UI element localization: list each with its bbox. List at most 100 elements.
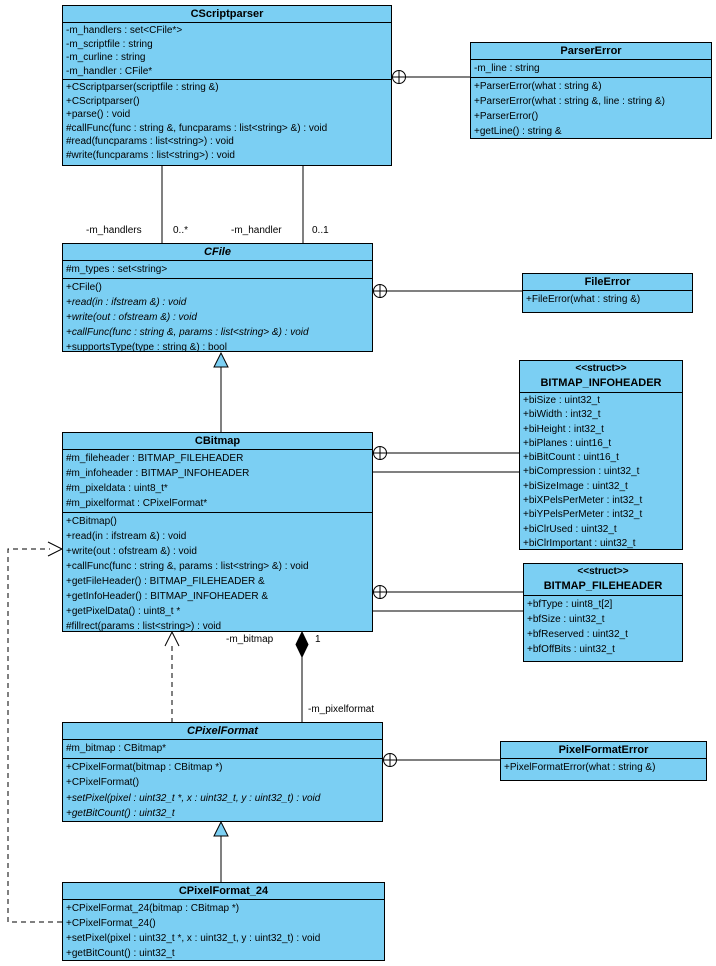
- operation-row: +getInfoHeader() : BITMAP_INFOHEADER &: [66, 591, 269, 602]
- class-name: BITMAP_FILEHEADER: [543, 580, 663, 592]
- operations-compartment: +ParserError(what : string &) +ParserErr…: [471, 77, 711, 138]
- operation-row: +parse() : void: [66, 109, 131, 120]
- attribute-row: #m_pixelformat : CPixelFormat*: [66, 498, 208, 509]
- attribute-row: -m_line : string: [474, 63, 540, 74]
- operation-row: +callFunc(func : string &, params : list…: [66, 561, 309, 572]
- class-cscriptparser[interactable]: CScriptparser -m_handlers : set<CFile*> …: [62, 5, 392, 166]
- operation-row: +getLine() : string &: [474, 126, 562, 137]
- attribute-row: +biClrUsed : uint32_t: [523, 523, 617, 535]
- attribute-row: +bfType : uint8_t[2]: [527, 599, 613, 610]
- class-header: <<struct>> BITMAP_INFOHEADER: [520, 361, 682, 393]
- operation-row: +ParserError(what : string &, line : str…: [474, 96, 665, 107]
- class-cfile[interactable]: CFile #m_types : set<string> +CFile() +r…: [62, 243, 373, 352]
- operation-row: +write(out : ofstream &) : void: [66, 546, 197, 557]
- operation-row: +getBitCount() : uint32_t: [66, 808, 175, 819]
- class-name: CFile: [63, 244, 372, 261]
- operation-row: +CPixelFormat(): [66, 777, 140, 788]
- class-name: BITMAP_INFOHEADER: [540, 377, 662, 389]
- class-name: CScriptparser: [63, 6, 391, 23]
- class-name: ParserError: [471, 43, 711, 60]
- role-label-m-pixelformat: -m_pixelformat: [308, 704, 375, 715]
- generalization-triangle-icon: [213, 820, 229, 837]
- attribute-row: +biYPelsPerMeter : int32_t: [523, 509, 643, 521]
- attribute-row: +biClrImportant : uint32_t: [523, 537, 636, 549]
- operations-compartment: +CPixelFormat_24(bitmap : CBitmap *) +CP…: [63, 900, 384, 960]
- class-pixelformaterror[interactable]: PixelFormatError +PixelFormatError(what …: [500, 741, 707, 781]
- attribute-row: +bfSize : uint32_t: [527, 614, 605, 625]
- operation-row: +CBitmap(): [66, 516, 117, 527]
- attributes-compartment: #m_fileheader : BITMAP_FILEHEADER #m_inf…: [63, 450, 372, 512]
- class-header: <<struct>> BITMAP_FILEHEADER: [524, 564, 682, 596]
- dependency-arrow-icon: [164, 630, 180, 647]
- role-label-m-handlers: -m_handlers: [86, 225, 142, 236]
- attribute-row: #m_infoheader : BITMAP_INFOHEADER: [66, 468, 250, 479]
- attribute-row: +biSize : uint32_t: [523, 395, 600, 406]
- attribute-row: +biWidth : int32_t: [523, 409, 601, 421]
- class-fileerror[interactable]: FileError +FileError(what : string &): [522, 273, 693, 313]
- attribute-row: #m_fileheader : BITMAP_FILEHEADER: [66, 453, 244, 464]
- attributes-compartment: -m_line : string: [471, 60, 711, 77]
- containment-anchor-icon: [383, 753, 397, 767]
- operation-row: +ParserError(what : string &): [474, 81, 602, 92]
- operation-row: +getPixelData() : uint8_t *: [66, 606, 181, 617]
- multiplicity-label-m-handlers: 0..*: [173, 225, 189, 236]
- class-parsererror[interactable]: ParserError -m_line : string +ParserErro…: [470, 42, 712, 139]
- attribute-row: -m_curline : string: [66, 52, 146, 63]
- operation-row: +write(out : ofstream &) : void: [66, 312, 197, 323]
- class-name: CBitmap: [63, 433, 372, 450]
- operation-row: +CPixelFormat_24(bitmap : CBitmap *): [66, 903, 240, 914]
- class-cpixelformat-24[interactable]: CPixelFormat_24 +CPixelFormat_24(bitmap …: [62, 882, 385, 961]
- operation-row: #write(funcparams : list<string>) : void: [66, 149, 235, 161]
- multiplicity-label-m-bitmap: 1: [315, 634, 321, 645]
- class-cpixelformat[interactable]: CPixelFormat #m_bitmap : CBitmap* +CPixe…: [62, 722, 383, 822]
- attributes-compartment: +bfType : uint8_t[2] +bfSize : uint32_t …: [524, 596, 682, 658]
- containment-anchor-icon: [373, 446, 387, 460]
- class-name: PixelFormatError: [501, 742, 706, 759]
- operation-row: #fillrect(params : list<string>) : void: [66, 621, 222, 632]
- attribute-row: #m_types : set<string>: [66, 264, 168, 275]
- generalization-triangle-icon: [213, 351, 229, 368]
- attributes-compartment: #m_bitmap : CBitmap*: [63, 740, 382, 758]
- dependency-line-cpf24-cbitmap: [7, 548, 62, 923]
- operations-compartment: +FileError(what : string &): [523, 291, 692, 308]
- stereotype-label: <<struct>>: [575, 363, 627, 374]
- operation-row: +ParserError(): [474, 111, 539, 122]
- attribute-row: #m_pixeldata : uint8_t*: [66, 483, 168, 494]
- operation-row: +setPixel(pixel : uint32_t *, x : uint32…: [66, 792, 321, 804]
- attributes-compartment: -m_handlers : set<CFile*> -m_scriptfile …: [63, 23, 391, 79]
- operation-row: #callFunc(func : string &, funcparams : …: [66, 122, 328, 134]
- attribute-row: +biPlanes : uint16_t: [523, 437, 612, 449]
- class-bitmap-infoheader[interactable]: <<struct>> BITMAP_INFOHEADER +biSize : u…: [519, 360, 683, 550]
- operations-compartment: +CFile() +read(in : ifstream &) : void +…: [63, 278, 372, 351]
- attribute-row: +bfReserved : uint32_t: [527, 629, 628, 640]
- operation-row: +CScriptparser(scriptfile : string &): [66, 82, 219, 93]
- dependency-arrow-icon: [47, 541, 64, 557]
- operations-compartment: +CBitmap() +read(in : ifstream &) : void…: [63, 512, 372, 632]
- attribute-row: #m_bitmap : CBitmap*: [66, 743, 167, 754]
- class-bitmap-fileheader[interactable]: <<struct>> BITMAP_FILEHEADER +bfType : u…: [523, 563, 683, 662]
- operation-row: +CPixelFormat_24(): [66, 918, 156, 929]
- operation-row: +getFileHeader() : BITMAP_FILEHEADER &: [66, 576, 265, 587]
- attribute-row: +biCompression : uint32_t: [523, 466, 640, 478]
- attribute-row: +bfOffBits : uint32_t: [527, 644, 615, 655]
- role-label-m-handler: -m_handler: [231, 225, 282, 236]
- attribute-row: -m_handlers : set<CFile*>: [66, 25, 183, 36]
- operation-row: +setPixel(pixel : uint32_t *, x : uint32…: [66, 933, 321, 944]
- role-label-m-bitmap: -m_bitmap: [226, 634, 274, 645]
- attribute-row: +biBitCount : uint16_t: [523, 452, 619, 464]
- operations-compartment: +CPixelFormat(bitmap : CBitmap *) +CPixe…: [63, 757, 382, 822]
- operations-compartment: +CScriptparser(scriptfile : string &) +C…: [63, 79, 391, 163]
- class-cbitmap[interactable]: CBitmap #m_fileheader : BITMAP_FILEHEADE…: [62, 432, 373, 632]
- attribute-row: +biHeight : int32_t: [523, 423, 604, 435]
- operation-row: +CPixelFormat(bitmap : CBitmap *): [66, 761, 223, 773]
- attributes-compartment: +biSize : uint32_t +biWidth : int32_t +b…: [520, 393, 682, 549]
- operation-row: +FileError(what : string &): [526, 294, 641, 305]
- class-name: FileError: [523, 274, 692, 291]
- stereotype-label: <<struct>>: [577, 566, 629, 577]
- composition-diamond-icon: [295, 630, 309, 659]
- operation-row: +read(in : ifstream &) : void: [66, 297, 187, 308]
- containment-anchor-icon: [392, 70, 406, 84]
- operations-compartment: +PixelFormatError(what : string &): [501, 759, 706, 776]
- containment-anchor-icon: [373, 284, 387, 298]
